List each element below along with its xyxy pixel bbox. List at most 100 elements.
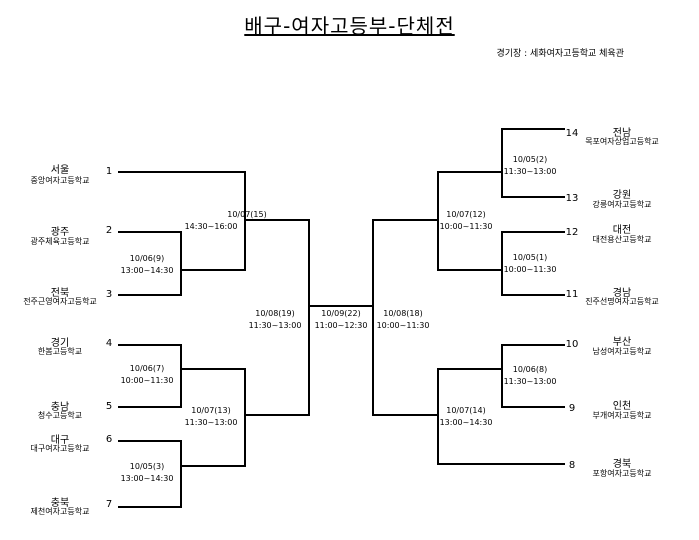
team-seed: 4 [105,338,113,349]
team-school: 한봄고등학교 [37,347,83,356]
team-seed: 5 [105,401,113,412]
match-date: 10/09(22) [321,309,361,318]
team-seed: 13 [565,193,579,204]
team-name: 인천 [612,401,632,412]
bracket-line [118,171,245,173]
team-name: 경남 [612,288,632,299]
bracket-line [437,368,439,465]
team-school: 강릉여자고등학교 [592,200,652,209]
match-date: 10/07(15) [227,210,267,219]
bracket-line [118,231,181,233]
team-seed: 2 [105,225,113,236]
match-date: 10/07(12) [446,210,486,219]
team-seed: 10 [565,339,579,350]
team-school: 부개여자고등학교 [592,411,652,420]
match-time: 14:30~16:00 [184,222,238,231]
team-school: 목포여자상업고등학교 [585,137,659,146]
team-seed: 3 [105,289,113,300]
bracket-line [180,231,182,296]
team-name: 경기 [50,338,70,349]
venue-label: 경기장 : 세화여자고등학교 체육관 [496,49,624,59]
bracket-line [501,406,565,408]
bracket-line [501,231,503,296]
bracket-line [372,219,438,221]
match-time: 10:00~11:30 [439,222,493,231]
match-time: 10:00~11:30 [376,321,430,330]
match-date: 10/06(9) [129,254,165,263]
bracket-line [180,440,182,508]
match-time: 11:30~13:00 [503,377,557,386]
match-time: 11:30~13:00 [503,167,557,176]
team-seed: 7 [105,499,113,510]
team-school: 대전용산고등학교 [592,235,652,244]
team-school: 제천여자고등학교 [30,507,90,516]
bracket-line [244,171,246,271]
bracket-line [180,269,245,271]
match-time: 13:00~14:30 [120,474,174,483]
bracket-line [501,196,565,198]
match-time: 11:30~13:00 [248,321,302,330]
team-seed: 9 [568,403,576,414]
team-name: 충남 [50,402,70,413]
bracket-line [501,344,565,346]
team-name: 광주 [50,227,70,238]
team-school: 전주근영여자고등학교 [23,297,97,306]
bracket-line [501,128,503,198]
bracket-line [118,406,181,408]
team-seed: 12 [565,227,579,238]
match-date: 10/05(1) [512,253,548,262]
team-name: 대전 [612,225,632,236]
team-name: 부산 [612,337,632,348]
team-seed: 14 [565,128,579,139]
bracket-line [372,414,438,416]
bracket-line [437,171,439,271]
team-school: 광주체육고등학교 [30,237,90,246]
match-time: 10:00~11:30 [503,265,557,274]
bracket-line [118,294,181,296]
team-name: 충북 [50,498,70,509]
match-time: 13:00~14:30 [120,266,174,275]
team-name: 서울 [50,165,70,176]
bracket-line [308,219,310,416]
bracket-line [118,440,181,442]
bracket-line [437,171,502,173]
team-name: 전북 [50,288,70,299]
team-name: 강원 [612,190,632,201]
team-name: 대구 [50,435,70,446]
match-date: 10/05(3) [129,462,165,471]
bracket-line [118,506,181,508]
bracket-line [437,368,502,370]
match-date: 10/07(13) [191,406,231,415]
bracket-line [180,344,182,408]
match-date: 10/06(7) [129,364,165,373]
bracket-line [501,231,565,233]
team-school: 포항여자고등학교 [592,469,652,478]
bracket-line [501,294,565,296]
bracket-line [118,344,181,346]
team-name: 전남 [612,128,632,139]
bracket-line [180,465,245,467]
bracket-line [501,128,565,130]
team-seed: 1 [105,166,113,177]
match-time: 10:00~11:30 [120,376,174,385]
match-date: 10/08(19) [255,309,295,318]
bracket-line [244,414,309,416]
match-time: 13:00~14:30 [439,418,493,427]
bracket-line [501,344,503,408]
bracket-line [180,368,245,370]
team-school: 중앙여자고등학교 [30,176,90,185]
bracket-line [308,305,373,307]
bracket-line [437,463,565,465]
match-date: 10/07(14) [446,406,486,415]
bracket-line [244,219,309,221]
bracket-line [244,368,246,467]
team-seed: 8 [568,460,576,471]
match-date: 10/06(8) [512,365,548,374]
bracket-line [372,219,374,416]
team-school: 진주선명여자고등학교 [585,297,659,306]
team-school: 대구여자고등학교 [30,444,90,453]
team-school: 청수고등학교 [37,411,83,420]
team-school: 남성여자고등학교 [592,347,652,356]
team-name: 경북 [612,459,632,470]
